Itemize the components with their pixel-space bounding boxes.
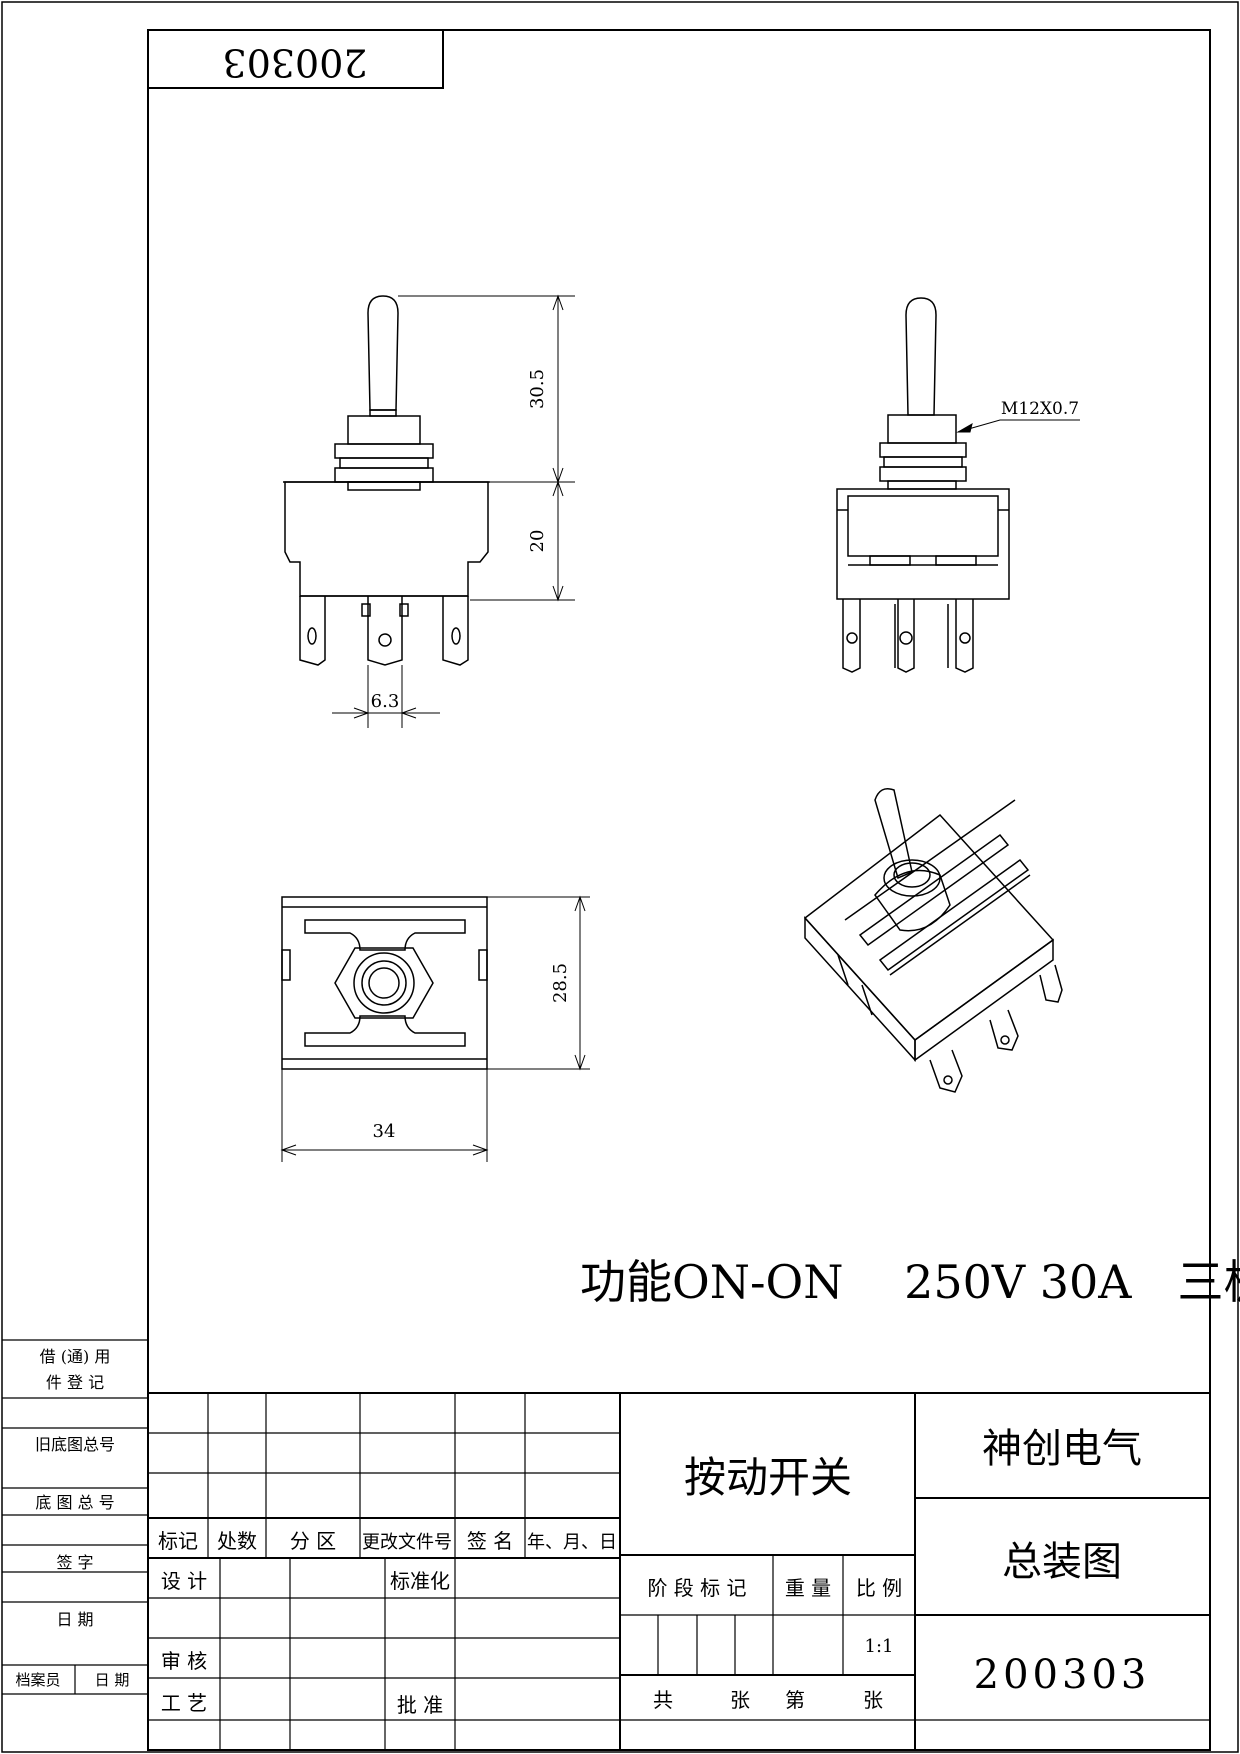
drawing-type: 总装图: [1002, 1539, 1122, 1585]
scale-label: 比 例: [856, 1576, 902, 1600]
title-block-grid: [148, 1392, 1210, 1750]
left-row-archive-date: 日 期: [95, 1671, 130, 1689]
dim-terminal-width: 6.3: [371, 691, 400, 712]
spec-line: 功能ON-ON 250V 30A 三极: [580, 1255, 1240, 1309]
frame-border: [147, 29, 1211, 1751]
role-approve: 批 准: [397, 1693, 443, 1717]
rotated-number-box: [147, 29, 444, 89]
dim-width: 34: [373, 1121, 396, 1142]
rotated-drawing-number: 200303: [222, 41, 367, 85]
header-change-doc: 更改文件号: [362, 1532, 452, 1553]
role-process: 工 艺: [161, 1691, 207, 1715]
header-count: 处数: [217, 1529, 257, 1553]
header-date: 年、月、日: [527, 1532, 617, 1553]
left-row-old-base: 旧底图总号: [35, 1435, 115, 1454]
sheets-total-label: 共: [653, 1688, 673, 1712]
stage-mark-label: 阶 段 标 记: [647, 1576, 746, 1600]
weight-label: 重 量: [785, 1576, 831, 1600]
sheets-unit-2: 张: [863, 1688, 883, 1712]
role-standardize: 标准化: [390, 1569, 450, 1593]
left-row-signature: 签 字: [56, 1553, 93, 1572]
role-design: 设 计: [161, 1569, 207, 1593]
isometric-view: [803, 788, 1063, 1093]
drawing-number: 200303: [974, 1652, 1151, 1698]
thread-leader: [956, 419, 1080, 433]
role-review: 审 核: [161, 1649, 207, 1673]
header-signature: 签 名: [467, 1529, 513, 1553]
left-row-borrow: 借 (通) 用: [40, 1347, 111, 1366]
left-row-register: 件 登 记: [46, 1373, 104, 1392]
dim-depth: 28.5: [550, 963, 571, 1003]
dim-height-top: 30.5: [527, 369, 548, 409]
sheets-unit-1: 张: [730, 1688, 750, 1712]
header-zone: 分 区: [290, 1529, 336, 1553]
scale-value: 1:1: [865, 1636, 894, 1657]
left-row-archivist: 档案员: [15, 1671, 60, 1689]
sheet-no-label: 第: [785, 1688, 805, 1712]
header-mark: 标记: [158, 1529, 198, 1553]
left-row-base-number: 底 图 总 号: [35, 1493, 114, 1512]
side-view: [836, 297, 1010, 673]
front-view: [283, 295, 490, 666]
company-name: 神创电气: [982, 1426, 1142, 1472]
dim-thread: M12X0.7: [1001, 399, 1079, 419]
left-column-grid: [2, 1339, 148, 1695]
left-row-date: 日 期: [56, 1610, 93, 1629]
top-view-dimensions: [280, 895, 590, 1162]
front-view-dimensions: [332, 294, 575, 728]
product-name: 按动开关: [684, 1453, 852, 1502]
dim-height-body: 20: [527, 530, 548, 553]
top-view: [281, 896, 488, 1070]
